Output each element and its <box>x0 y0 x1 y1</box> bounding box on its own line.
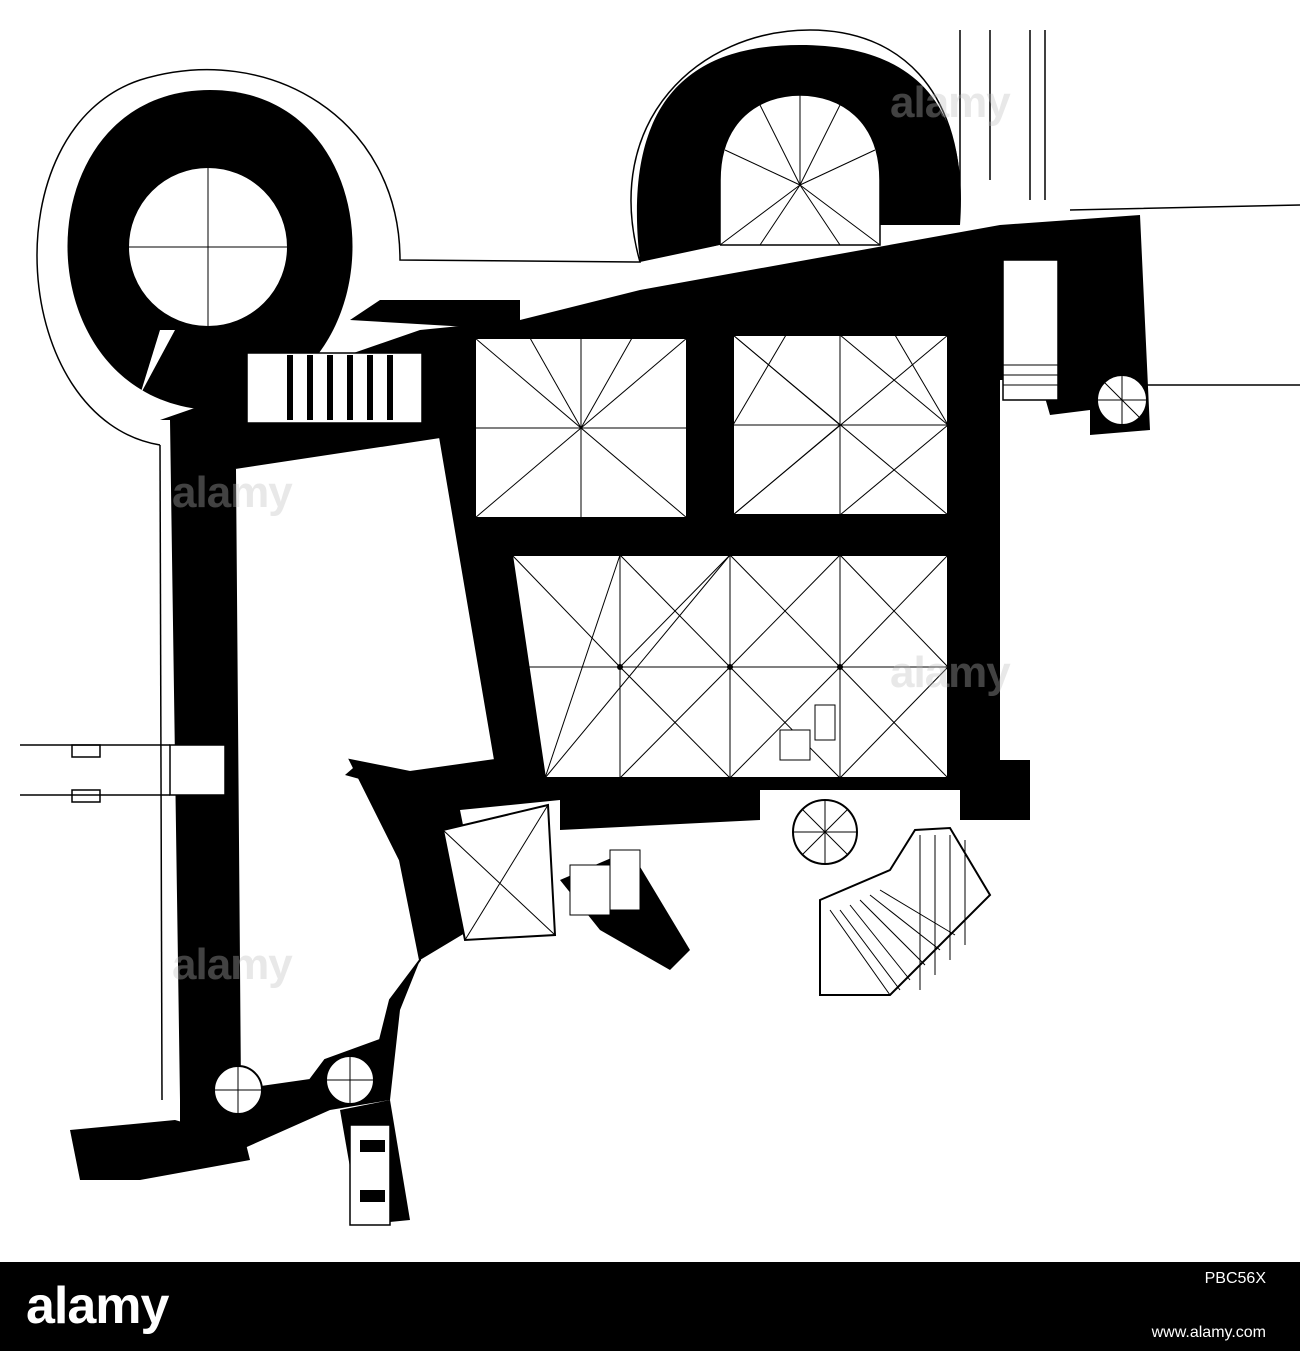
alamy-logo: alamy <box>26 1277 169 1335</box>
watermark: alamy <box>890 78 1011 127</box>
spiral-stair-center <box>792 799 858 865</box>
horseshoe-tower <box>636 45 961 280</box>
west-gate <box>169 744 226 796</box>
image-id: PBC56X <box>1204 1270 1266 1287</box>
outer-stairway <box>819 826 992 996</box>
watermark: alamy <box>890 648 1011 697</box>
watermark: alamy <box>172 940 293 989</box>
small-vaulted-room <box>441 803 557 942</box>
southwest-passage <box>349 1124 391 1226</box>
stock-footer-bar: alamy PBC56X www.alamy.com <box>0 1262 1300 1351</box>
spiral-stair-right <box>1096 374 1148 426</box>
castle-floor-plan <box>20 29 1300 1226</box>
east-passage <box>1002 259 1059 401</box>
footer-url: www.alamy.com <box>1151 1324 1266 1341</box>
vaulted-room-a <box>474 300 688 519</box>
vaulted-room-b <box>732 334 949 516</box>
great-hall <box>510 554 949 779</box>
courtyard <box>221 435 497 1092</box>
watermark: alamy <box>172 468 293 517</box>
round-tower-left <box>67 90 353 410</box>
spiral-stair-bottom-left <box>213 1055 375 1115</box>
stair-upper-left <box>246 352 423 424</box>
stair-small-room <box>569 849 641 916</box>
